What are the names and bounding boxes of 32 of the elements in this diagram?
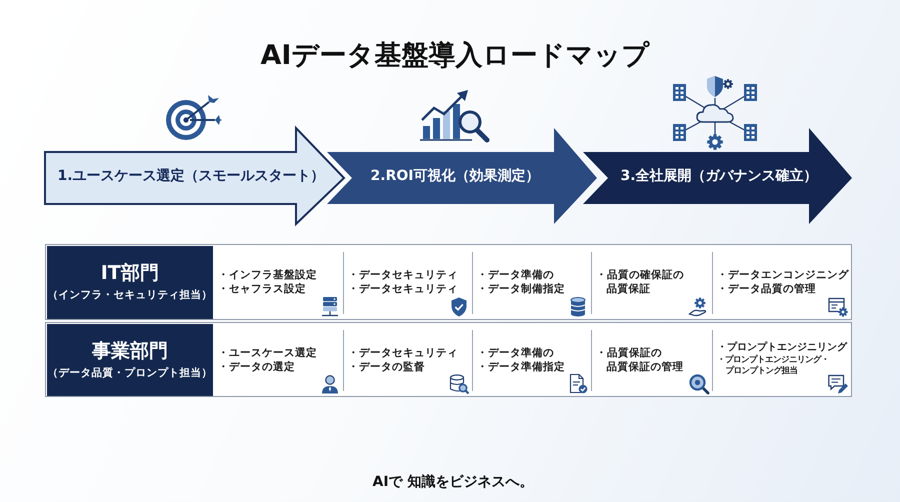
header-cell xyxy=(46,246,213,318)
list-item: ・セャフラス設定 xyxy=(218,282,306,296)
list-item: ・データ準備の xyxy=(477,346,554,360)
list-item: ・ユースケース選定 xyxy=(218,346,317,360)
header-cell xyxy=(46,324,213,396)
list-item: ・データ制備指定 xyxy=(477,282,565,296)
list-item: ・品質の確保証の xyxy=(596,268,684,282)
list-item: 品質保証の管理 xyxy=(606,360,684,374)
list-item: ・データの監督 xyxy=(348,360,425,374)
list-item: ・データ準備指定 xyxy=(477,360,565,374)
department-role: （インフラ・セキュリティ担当） xyxy=(47,288,212,302)
list-item: ・データセキュリティ xyxy=(348,346,458,360)
list-item: ・データ準備の xyxy=(477,268,554,282)
list-item: ・データエンコンジニング xyxy=(717,268,849,282)
list-item: ・データセキュリティ xyxy=(348,268,458,282)
list-item: ・品質保証の xyxy=(596,346,662,360)
list-item: プロンプトング担当 xyxy=(725,364,798,376)
list-item: ・データ品質の管理 xyxy=(717,282,816,296)
department-role: （データ品質・プロンプト担当） xyxy=(47,366,212,380)
step-label: 1.ユースケース選定（スモールスタート） xyxy=(57,167,325,185)
list-item: ・データの選定 xyxy=(218,360,295,374)
title: AIデータ基盤導入ロードマップ xyxy=(260,39,650,73)
list-item: ・データセキュリティ xyxy=(348,282,458,296)
department-name: 事業部門 xyxy=(92,340,168,362)
list-item: ・インフラ基盤設定 xyxy=(218,268,317,282)
step-label: 3.全社展開（ガバナンス確立） xyxy=(620,167,818,185)
list-item: ・プロンプトエンジニリング xyxy=(717,342,847,354)
department-name: IT部門 xyxy=(100,262,159,285)
list-item: ・プロンプトエンジニリング・ xyxy=(717,354,829,364)
list-item: 品質保証 xyxy=(606,282,650,296)
step-label: 2.ROI可視化（効果測定） xyxy=(370,167,540,185)
tagline: AIで 知識をビジネスへ。 xyxy=(372,473,534,491)
